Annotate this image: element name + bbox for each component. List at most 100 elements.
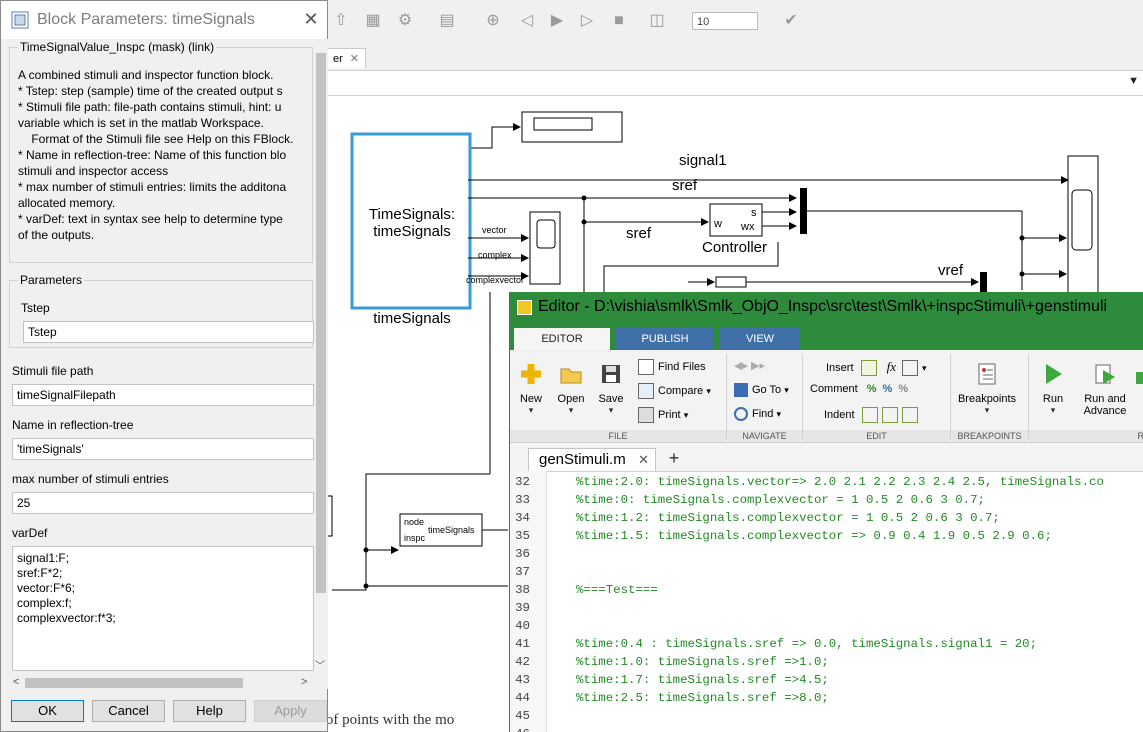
code-line[interactable]: 45 <box>510 707 1143 725</box>
inspc-block[interactable] <box>399 513 483 547</box>
mux-block[interactable] <box>800 188 807 234</box>
indent-label: Indent <box>824 408 855 421</box>
code-line[interactable]: 32 %time:2.0: timeSignals.vector=> 2.0 2.… <box>510 473 1143 491</box>
print-button[interactable]: Print ▾ <box>638 407 688 423</box>
tab-editor[interactable]: EDITOR <box>514 328 610 350</box>
library-icon[interactable]: ▤ <box>439 12 455 29</box>
scroll-down-icon[interactable]: ﹀ <box>315 661 325 672</box>
stop-icon[interactable]: ■ <box>614 12 624 29</box>
transfer-fcn-block[interactable] <box>715 276 747 288</box>
code-text[interactable]: %===Test=== <box>576 583 658 597</box>
scroll-left-icon[interactable]: < <box>13 676 20 688</box>
editor-titlebar[interactable] <box>510 292 1143 324</box>
apply-button[interactable]: Apply <box>254 700 327 722</box>
up-icon[interactable]: ⇧ <box>334 12 348 29</box>
step-forward-icon[interactable]: ▷ <box>580 12 594 29</box>
add-tab-button[interactable]: + <box>668 448 680 468</box>
code-line[interactable]: 41%time:0.4 : timeSignals.sref => 0.0, t… <box>510 635 1143 653</box>
code-text[interactable]: %time:1.0: timeSignals.sref =>1.0; <box>576 655 829 669</box>
chevron-down-icon[interactable]: ▼ <box>1128 75 1139 87</box>
smart-indent-icon[interactable] <box>861 407 878 423</box>
link-icon[interactable]: ⊕ <box>486 12 500 29</box>
run-section-icon[interactable] <box>1136 372 1143 384</box>
simulation-stop-time-input[interactable]: 10 <box>692 12 758 30</box>
line-number: 32 <box>515 475 530 489</box>
max-stimuli-entries-field[interactable]: 25 <box>12 492 314 514</box>
decrease-indent-icon[interactable] <box>901 407 918 423</box>
run-icon[interactable]: ▶ <box>550 12 564 29</box>
open-button[interactable]: Open ▾ <box>550 362 592 416</box>
compare-button[interactable]: Compare ▾ <box>638 383 711 399</box>
code-text[interactable]: %time:2.0: timeSignals.vector=> 2.0 2.1 … <box>576 475 1104 489</box>
code-area[interactable]: 32 %time:2.0: timeSignals.vector=> 2.0 2.… <box>510 471 1143 732</box>
code-line[interactable]: 40 <box>510 617 1143 635</box>
signal-line-display[interactable] <box>468 123 521 149</box>
step-back-icon[interactable]: ◁ <box>520 12 534 29</box>
vardef-textarea[interactable]: signal1:F; sref:F*2; vector:F*6; complex… <box>12 546 314 671</box>
code-text[interactable]: %time:1.7: timeSignals.sref =>4.5; <box>576 673 829 687</box>
uncomment-icon[interactable]: % <box>882 383 893 395</box>
code-line[interactable]: 44%time:2.5: timeSignals.sref =>8.0; <box>510 689 1143 707</box>
insert-label: Insert <box>826 362 854 374</box>
code-text[interactable]: %time:0.4 : timeSignals.sref => 0.0, tim… <box>576 637 1038 651</box>
controller-block[interactable] <box>709 203 763 237</box>
wrap-comment-icon[interactable]: % <box>898 383 909 395</box>
cancel-button[interactable]: Cancel <box>92 700 165 722</box>
help-button[interactable]: Help <box>173 700 246 722</box>
breakpoints-button[interactable]: Breakpoints ▾ <box>956 362 1018 416</box>
increase-indent-icon[interactable] <box>881 407 898 423</box>
indent-button[interactable]: Indent <box>824 407 922 423</box>
code-line[interactable]: 33%time:0: timeSignals.complexvector = 1… <box>510 491 1143 509</box>
code-line[interactable]: 42%time:1.0: timeSignals.sref =>1.0; <box>510 653 1143 671</box>
file-tab-genstimuli[interactable]: genStimuli.m ✕ <box>528 448 656 471</box>
comment-button[interactable]: Comment %%% <box>810 383 908 395</box>
line-number: 40 <box>515 619 530 633</box>
find-button[interactable]: Find ▾ <box>734 407 781 421</box>
close-icon[interactable]: ✕ <box>303 9 319 29</box>
dialog-titlebar[interactable] <box>1 1 327 39</box>
find-files-button[interactable]: Find Files <box>638 359 706 375</box>
vardef-scroll-thumb[interactable] <box>25 678 243 688</box>
new-button[interactable]: New ▾ <box>510 362 552 416</box>
tab-publish[interactable]: PUBLISH <box>616 328 714 350</box>
code-line[interactable]: 38%===Test=== <box>510 581 1143 599</box>
reflection-tree-name-field[interactable]: 'timeSignals' <box>12 438 314 460</box>
check-icon[interactable]: ✔ <box>784 12 798 29</box>
go-to-button[interactable]: Go To ▾ <box>734 383 789 397</box>
back-forward-icon[interactable]: ◀▸ ▶▸ <box>734 360 766 372</box>
code-line[interactable]: 43%time:1.7: timeSignals.sref =>4.5; <box>510 671 1143 689</box>
code-line[interactable]: 34%time:1.2: timeSignals.complexvector =… <box>510 509 1143 527</box>
code-line[interactable]: 37 <box>510 563 1143 581</box>
line-number: 45 <box>515 709 530 723</box>
mask-description-group: TimeSignalValue_Inspc (mask) (link) <box>9 40 313 263</box>
code-line[interactable]: 39 <box>510 599 1143 617</box>
scope-icon[interactable]: ◫ <box>649 12 665 29</box>
run-button[interactable]: Run ▾ <box>1032 362 1074 416</box>
ok-button[interactable]: OK <box>11 700 84 722</box>
dialog-scroll-thumb[interactable] <box>316 53 326 593</box>
function-fx-icon[interactable]: fx <box>886 359 896 374</box>
scroll-right-icon[interactable]: > <box>301 676 308 688</box>
code-text[interactable]: %time:1.2: timeSignals.complexvector = 1… <box>576 511 1000 525</box>
code-line[interactable]: 46 <box>510 725 1143 732</box>
ribbon-tab-strip <box>510 324 1143 350</box>
gear-icon[interactable]: ⚙ <box>397 12 413 29</box>
timesignals-block[interactable] <box>350 132 472 310</box>
code-text[interactable]: %time:0: timeSignals.complexvector = 1 0… <box>576 493 985 507</box>
save-button[interactable]: Save ▾ <box>590 362 632 416</box>
tstep-field[interactable]: Tstep <box>23 321 314 343</box>
run-and-advance-button[interactable]: Run and Advance <box>1080 362 1130 417</box>
find-label: Find <box>752 407 774 420</box>
code-line[interactable]: 36 <box>510 545 1143 563</box>
insert-button[interactable]: Insert fx▾ <box>826 359 927 377</box>
stimuli-file-path-field[interactable]: timeSignalFilepath <box>12 384 314 406</box>
code-text[interactable]: %time:2.5: timeSignals.sref =>8.0; <box>576 691 829 705</box>
function-hint-icon[interactable] <box>901 360 918 377</box>
code-line[interactable]: 35%time:1.5: timeSignals.complexvector =… <box>510 527 1143 545</box>
close-icon[interactable]: ✕ <box>638 452 649 467</box>
code-text[interactable]: %time:1.5: timeSignals.complexvector => … <box>576 529 1052 543</box>
tab-view[interactable]: VIEW <box>720 328 800 350</box>
close-icon[interactable]: ✕ <box>349 53 359 65</box>
model-explorer-icon[interactable]: ▦ <box>365 12 381 29</box>
comment-percent-icon[interactable]: % <box>866 383 877 395</box>
